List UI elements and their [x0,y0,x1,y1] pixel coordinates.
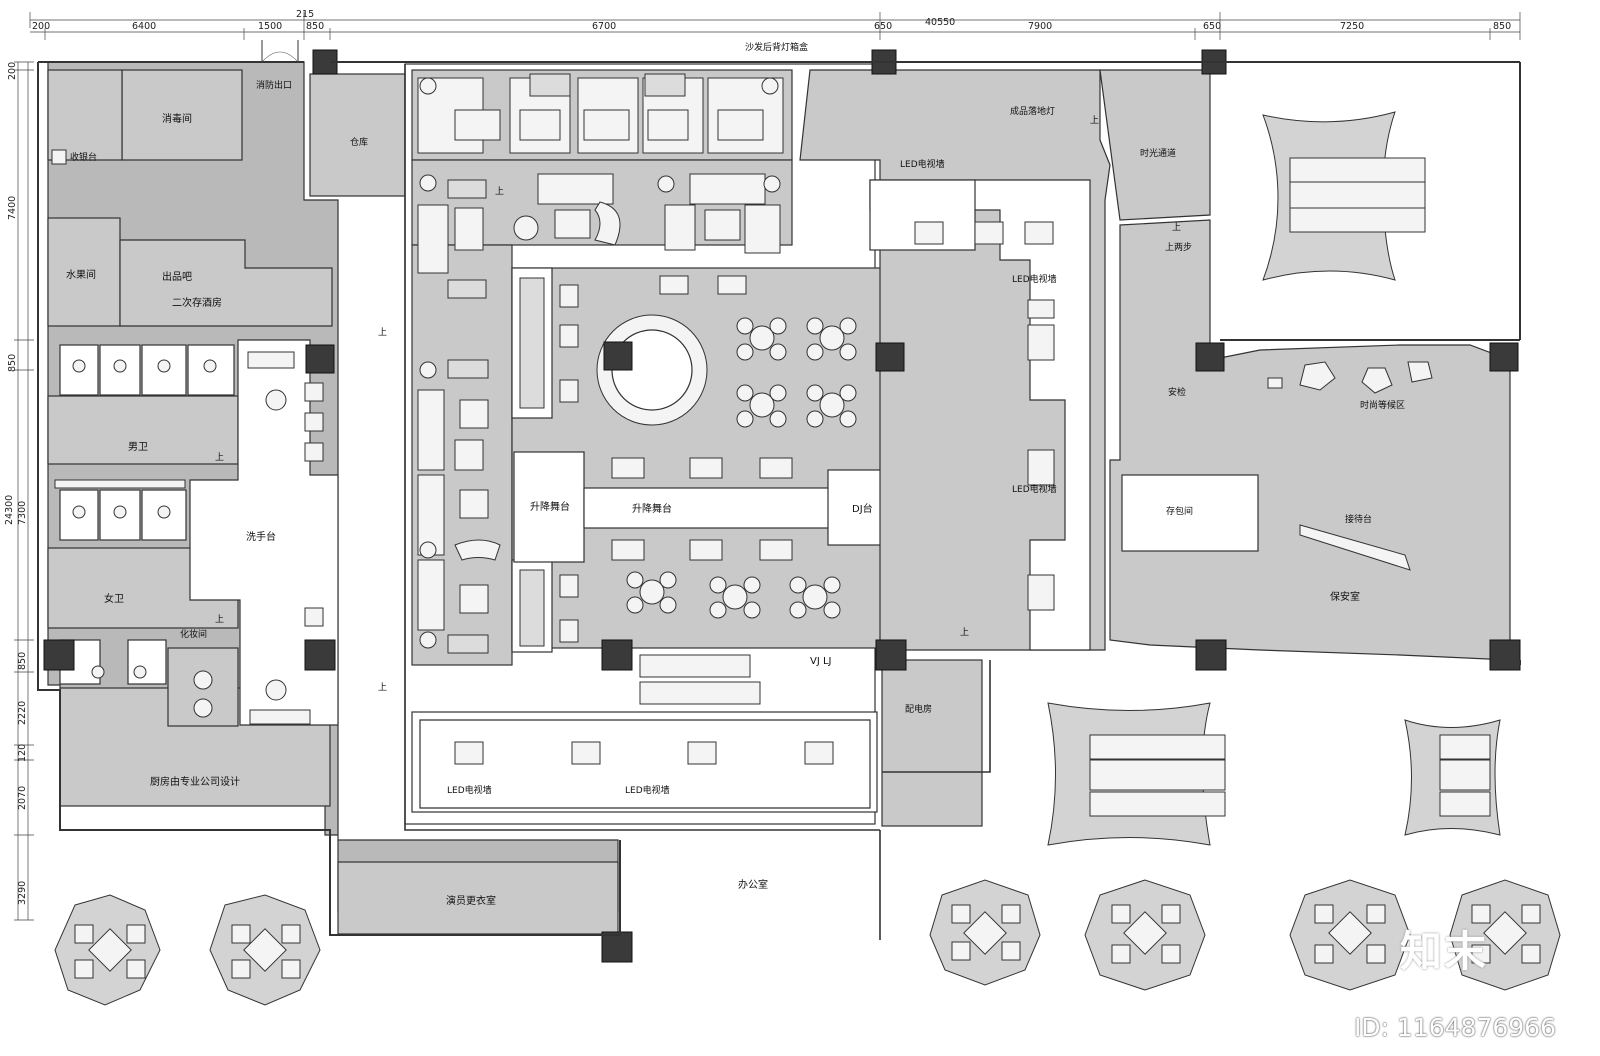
outer-walls [37,40,1521,940]
dim-top-9: 650 [1203,21,1221,32]
label-up-7: 上 [1090,115,1099,126]
umbrella-table-2 [209,894,321,1006]
label-led-wall-5: LED电视墙 [1012,483,1057,495]
up-labels: 上 上 上 上 上 上 上 上 [215,115,1181,693]
label-led-wall-3: LED电视墙 [900,158,945,170]
dim-left-6: 2220 [17,701,28,725]
dim-left-3: 7300 [17,501,28,525]
rect-tables [559,275,951,705]
label-spotlights: 成品落地灯 [1010,105,1055,117]
label-coat-room: 存包间 [1166,505,1193,517]
dim-left-1: 7400 [7,196,18,220]
left-room-labels: 消毒间 收银台 仓库 消防出口 水果间 出品吧 二次存酒房 男卫 洗手台 女卫 … [66,79,768,907]
label-security-check: 安检 [1168,386,1186,398]
dimension-texts-top: 200 6400 1500 215 850 6700 650 40550 790… [32,9,1511,32]
vip-zone: LED电视墙 LED电视墙 LED电视墙 成品落地灯 地灯 [799,69,1170,651]
left-service-block [38,61,619,935]
label-dressing-room: 演员更衣室 [446,894,496,907]
entrance-zone: 时光通道 上两步 安检 时尚等候区 存包间 接待台 保安室 [1099,69,1511,661]
dim-top-1: 6400 [132,21,156,32]
label-fire-exit: 消防出口 [256,79,292,91]
label-up-4: 上 [378,682,387,693]
label-up-8: 上 [1172,222,1181,233]
label-time-corridor: 时光通道 [1140,147,1176,159]
stage-labels: 升降舞台 升降舞台 DJ台 VJ LJ 沙发后背灯箱盒 [530,41,873,667]
dim-top-0: 200 [32,21,50,32]
label-security-room: 保安室 [1330,590,1360,603]
label-wine-storage: 二次存酒房 [172,296,222,309]
label-up-2: 上 [215,452,224,463]
umbrella-table-4 [1084,879,1206,991]
label-cashier: 收银台 [70,151,97,163]
table-groups [559,275,951,705]
label-fashion-wait: 时尚等候区 [1360,399,1405,411]
umbrella-table-1 [54,894,161,1006]
sofa-row-top [417,73,784,154]
umbrella-table-3 [929,879,1041,986]
dim-left-4: 24300 [4,495,15,525]
dim-top-4: 850 [306,21,324,32]
dim-top-2: 1500 [258,21,282,32]
dim-top-8: 7900 [1028,21,1052,32]
dimension-lines [14,12,1521,921]
label-power-room: 配电房 [905,703,932,715]
umbrella-table-6 [1449,879,1561,991]
label-led-wall-1: LED电视墙 [447,784,492,796]
label-wash-basin: 洗手台 [246,530,276,543]
label-bar-out: 出品吧 [162,270,192,283]
label-up-6: 上 [960,627,969,638]
sofa-row-second [417,173,781,299]
umbrella-table-5 [1289,879,1411,991]
outdoor-canopy-bottom-right [1404,719,1501,836]
label-up-5: 上 [495,186,504,197]
label-up-3: 上 [215,614,224,625]
label-sofa-lightbox: 沙发后背灯箱盒 [745,41,808,53]
dim-top-11: 850 [1493,21,1511,32]
dimension-texts-left: 200 7400 850 7300 24300 850 2220 120 207… [4,62,28,905]
dim-top-6: 650 [874,21,892,32]
label-fruit-room: 水果间 [66,268,96,281]
outdoor-canopy-bottom-middle [1047,702,1226,846]
dim-left-9: 3290 [17,881,28,905]
label-disinfection: 消毒间 [162,112,192,125]
dim-top-5: 6700 [592,21,616,32]
label-up-1: 上 [378,327,387,338]
label-mens-toilet: 男卫 [128,441,148,453]
outdoor-canopy-top-right [1262,111,1426,281]
label-makeup-room: 化妆间 [180,628,207,640]
dim-left-7: 120 [17,744,28,762]
dim-left-0: 200 [7,62,18,80]
label-lift-stage-2: 升降舞台 [632,502,672,515]
watermark-id: ID: 1164876966 [1353,1013,1556,1042]
label-womens-toilet: 女卫 [104,592,124,605]
label-office: 办公室 [738,878,768,891]
power-room: 配电房 [881,659,983,827]
toilet-stalls [51,149,324,725]
label-led-wall-4: LED电视墙 [1012,273,1057,285]
dim-left-2: 850 [7,354,18,372]
watermark-logo: 知末 [1400,927,1489,976]
led-wall-bottom: LED电视墙 LED电视墙 [447,741,834,796]
columns [43,49,1521,963]
label-warehouse: 仓库 [350,136,368,148]
round-tables [626,317,857,619]
dim-left-8: 2070 [17,786,28,810]
label-kitchen: 厨房由专业公司设计 [150,775,240,788]
label-lift-stage-1: 升降舞台 [530,500,570,513]
left-sofas [417,359,501,654]
label-reception: 接待台 [1345,513,1372,525]
dim-left-5: 850 [17,652,28,670]
dim-top-3: 215 [296,9,314,20]
label-led-wall-2: LED电视墙 [625,784,670,796]
label-dj-booth: DJ台 [852,502,873,515]
dim-top-7: 40550 [925,17,955,28]
label-vj-lj: VJ LJ [810,656,832,667]
label-up-two-steps: 上两步 [1165,242,1192,253]
dim-top-10: 7250 [1340,21,1364,32]
